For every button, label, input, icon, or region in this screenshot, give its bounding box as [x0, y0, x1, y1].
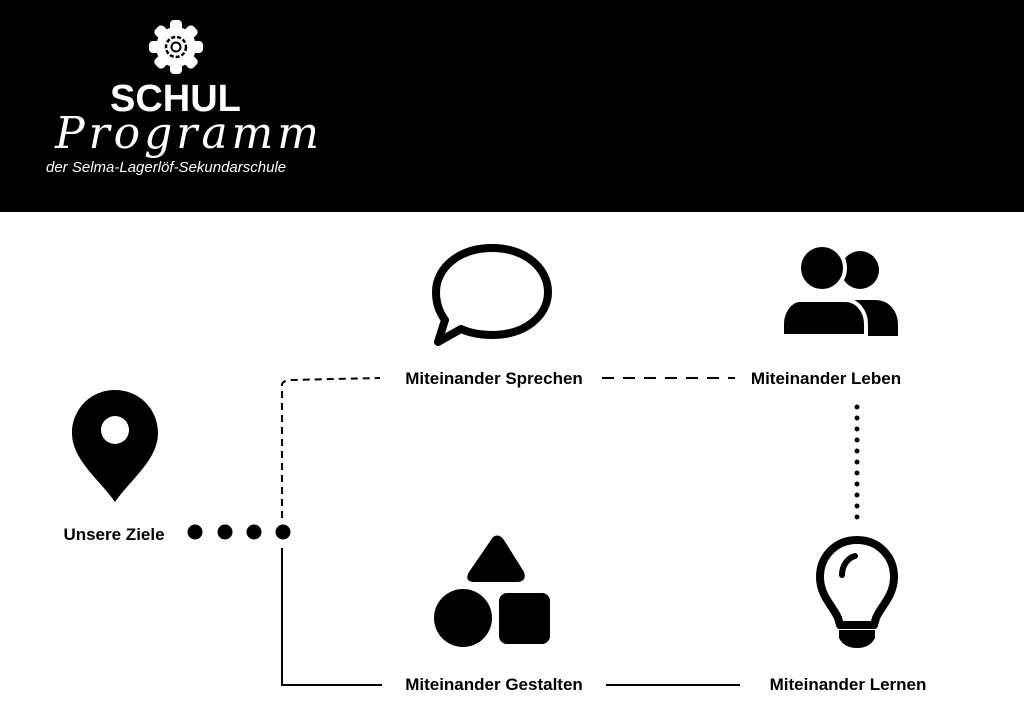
people-icon — [780, 243, 898, 338]
logo-title: SCHUL — [110, 78, 241, 120]
node-label-learn: Miteinander Lernen — [769, 675, 927, 694]
gear-icon — [149, 20, 203, 74]
logo-subtitle: der Selma-Lagerlöf-Sekundarschule — [46, 159, 287, 176]
lightbulb-icon — [816, 536, 898, 648]
speech-bubble-icon — [432, 244, 552, 346]
node-label-goals: Unsere Ziele — [63, 525, 165, 544]
connector-goals-shape — [281, 548, 382, 686]
node-label-shape: Miteinander Gestalten — [405, 675, 583, 694]
logo-script: Programm — [55, 108, 324, 159]
dot-connector — [187, 524, 291, 540]
node-label-live: Miteinander Leben — [750, 369, 902, 388]
connector-goals-speak — [281, 377, 381, 518]
shapes-icon — [434, 535, 550, 647]
map-pin-icon — [72, 390, 158, 502]
node-label-speak: Miteinander Sprechen — [405, 369, 583, 388]
header-banner: SCHUL Programm der Selma-Lagerlöf-Sekund… — [0, 0, 1024, 212]
